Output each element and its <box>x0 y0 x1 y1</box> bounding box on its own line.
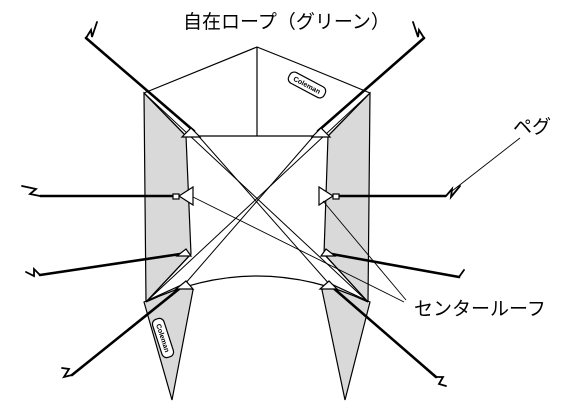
cross-guy-lines <box>38 36 461 379</box>
peg-hook-icon <box>85 21 98 39</box>
leg-loop-right <box>318 280 339 290</box>
center-loop-triangle-icon <box>318 185 335 207</box>
coleman-logo-icon: Coleman <box>151 317 175 359</box>
leader-center-loop-right <box>322 200 407 301</box>
peg-hook-icon <box>458 269 465 278</box>
interior-line-b <box>183 130 319 286</box>
peg-hook-icon <box>435 376 447 387</box>
center-loop-buckle-left <box>172 193 180 200</box>
leader-peg <box>451 137 521 192</box>
interior-cross-lines <box>143 92 371 303</box>
wall-loop-left <box>175 248 193 257</box>
center-loop-triangle-icon <box>177 185 194 207</box>
tent-walls <box>143 91 371 401</box>
guy-line-top-left <box>84 36 196 133</box>
peg-hooks <box>21 21 465 387</box>
interior-line-c <box>143 92 369 303</box>
label-top-rope: 自在ロープ（グリーン） <box>183 11 390 33</box>
peg-hook-icon <box>25 266 41 278</box>
leader-center-loop-left <box>192 196 405 303</box>
interior-line-a <box>193 130 332 287</box>
roof-loop-left <box>180 127 202 138</box>
coleman-logo-icon: Coleman <box>287 71 327 99</box>
center-loop-triangles <box>172 127 340 290</box>
leader-lines <box>192 137 521 303</box>
right-leg <box>321 282 371 401</box>
guy-line-bottom-right <box>329 284 438 379</box>
peg-hook-icon <box>445 185 461 200</box>
peg-hook-icon <box>412 21 425 39</box>
guy-line-top-right <box>316 36 426 133</box>
roof-loop-right <box>310 127 332 138</box>
peg-hook-icon <box>21 185 41 197</box>
peg-hook-icon <box>61 367 73 379</box>
label-center-loop: センタールーフ <box>414 298 546 320</box>
left-wall-bottom <box>145 253 192 303</box>
wall-loop-right <box>319 248 337 257</box>
interior-line-d <box>145 92 371 303</box>
leg-loop-left <box>174 280 195 290</box>
right-wall-bottom <box>323 253 369 303</box>
guy-line-bottom-left <box>70 283 186 377</box>
front-arch <box>145 275 369 303</box>
guy-line-mid-right <box>324 251 461 279</box>
center-loop-buckle-right <box>332 193 340 200</box>
guy-line-mid-left <box>38 251 189 277</box>
label-peg: ペグ <box>513 116 551 138</box>
